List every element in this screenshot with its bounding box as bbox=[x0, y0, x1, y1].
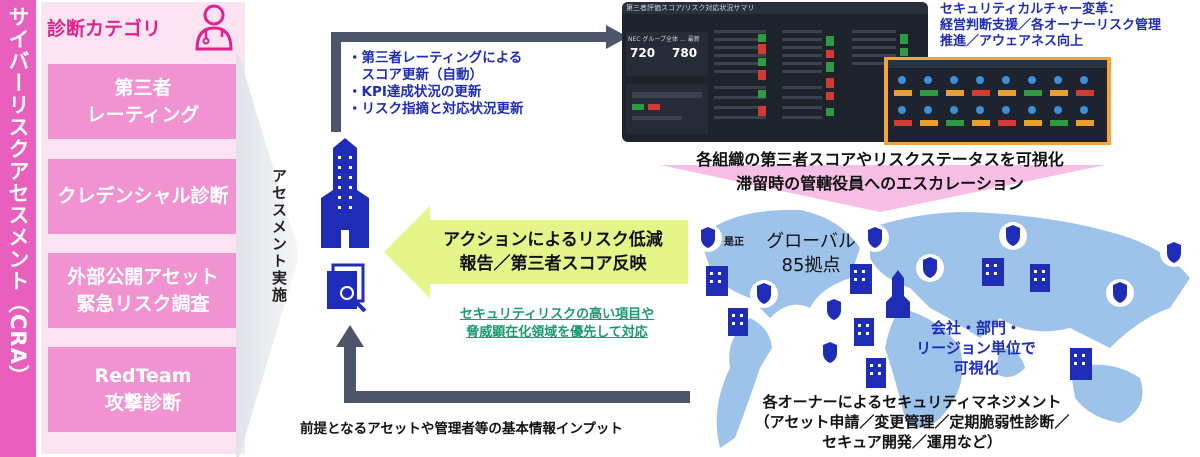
action-arrow bbox=[384, 206, 688, 298]
category-title: 診断カテゴリ bbox=[47, 18, 162, 40]
building-icon bbox=[321, 138, 369, 248]
category-third-party-rating: 第三者 レーティング bbox=[48, 64, 238, 139]
dashboard-screenshot: 第三者評価スコア/リスク対応状況サマリ NEC グループ全体 … 最新 720 … bbox=[622, 2, 928, 142]
map-markers bbox=[694, 222, 1188, 388]
action-text: アクションによるリスク低減 報告／第三者スコア反映 bbox=[443, 230, 663, 274]
document-search-icon bbox=[327, 263, 367, 313]
person-icon bbox=[195, 4, 233, 51]
dashboard-detail-screenshot bbox=[888, 60, 1107, 142]
unit-label: 会社・部門・ リージョン単位で 可視化 bbox=[916, 319, 1036, 377]
category-redteam: RedTeam 攻撃診断 bbox=[48, 347, 238, 432]
priority-note: セキュリティリスクの高い項目や 脅威顕在化領域を優先して対応 bbox=[459, 307, 655, 340]
assessment-label: アセスメント実施 bbox=[270, 168, 288, 304]
culture-note: セキュリティカルチャー変革： 経営判断支援／各オーナーリスク管理 推進／アウェア… bbox=[940, 2, 1162, 49]
management-caption: 各オーナーによるセキュリティマネジメント （アセット申請／変更管理／定期脆弱性診… bbox=[754, 393, 1070, 451]
dashboard-title: 第三者評価スコア/リスク対応状況サマリ bbox=[622, 2, 928, 14]
dashboard-group-label: NEC グループ全体 … 最新 bbox=[628, 36, 700, 43]
dashboard-tables bbox=[626, 30, 908, 134]
vertical-title: サイバーリスクアセスメント（CRA） bbox=[6, 6, 30, 387]
fix-badge: 是正 bbox=[724, 237, 744, 248]
dashboard-score-a: 720 bbox=[630, 46, 656, 60]
chevron-arrow bbox=[236, 55, 298, 457]
world-map bbox=[700, 209, 1190, 448]
input-caption: 前提となるアセットや管理者等の基本情報インプット bbox=[300, 421, 623, 437]
vertical-title-bar: サイバーリスクアセスメント（CRA） bbox=[0, 0, 36, 457]
update-notes: ・第三者レーティングによる スコア更新（自動） ・KPI達成状況の更新 ・リスク… bbox=[348, 50, 524, 117]
visualize-caption: 各組織の第三者スコアやリスクステータスを可視化 滞留時の管轄役員へのエスカレーシ… bbox=[696, 150, 1064, 193]
shield-icon bbox=[694, 224, 722, 252]
dashboard-score-b: 780 bbox=[672, 46, 698, 60]
category-exposed-assets: 外部公開アセット 緊急リスク調査 bbox=[48, 253, 238, 328]
category-credential-check: クレデンシャル診断 bbox=[48, 159, 238, 234]
global-label: グローバル 85拠点 bbox=[766, 231, 856, 276]
rocket-building-icon bbox=[886, 270, 910, 318]
